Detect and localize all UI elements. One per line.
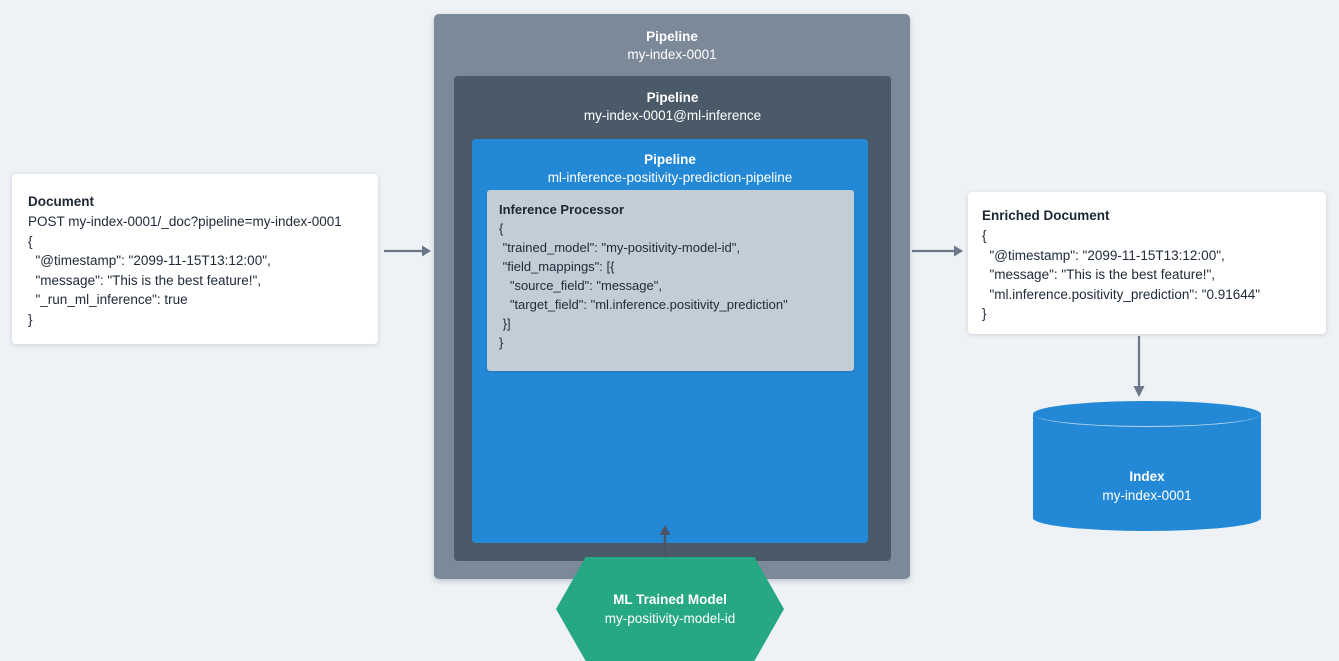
index-cylinder-bottom (1033, 505, 1261, 531)
pipeline-inner-heading: Pipeline ml-inference-positivity-predict… (472, 139, 868, 187)
pipeline-inner-label: Pipeline (644, 152, 696, 167)
enriched-document-title: Enriched Document (982, 208, 1110, 223)
arrow-pipeline-to-enriched-icon (912, 243, 964, 264)
inference-processor-line: } (499, 335, 504, 350)
ml-trained-model-hexagon: ML Trained Model my-positivity-model-id (556, 557, 784, 661)
index-cylinder-body (1033, 414, 1261, 518)
document-card-line: } (28, 311, 33, 327)
pipeline-outer-box: Pipeline my-index-0001 Pipeline my-index… (434, 14, 910, 661)
document-card-line: "@timestamp": "2099-11-15T13:12:00", (28, 253, 271, 268)
pipeline-middle-box: Pipeline my-index-0001@ml-inference Pipe… (454, 76, 891, 661)
inference-processor-line: }] (499, 316, 511, 331)
pipeline-inner-box: Pipeline ml-inference-positivity-predict… (472, 139, 868, 661)
index-name: my-index-0001 (1102, 488, 1192, 503)
ml-trained-model-name: my-positivity-model-id (604, 611, 736, 626)
pipeline-outer-heading: Pipeline my-index-0001 (434, 14, 910, 64)
index-cylinder: Index my-index-0001 (1033, 401, 1261, 531)
ml-trained-model-title: ML Trained Model (613, 592, 727, 607)
document-card-line: POST my-index-0001/_doc?pipeline=my-inde… (28, 214, 342, 229)
enriched-document-line: "ml.inference.positivity_prediction": "0… (982, 286, 1261, 302)
enriched-document-line: } (982, 306, 987, 321)
inference-processor-line: { (499, 221, 504, 236)
inference-processor-box: Inference Processor { "trained_model": "… (487, 190, 854, 371)
enriched-document-line: "@timestamp": "2099-11-15T13:12:00", (982, 247, 1225, 263)
enriched-document-line: "message": "This is the best feature!", (982, 267, 1216, 282)
enriched-document-line: { (982, 228, 987, 243)
index-cylinder-top (1033, 401, 1261, 427)
document-card-line: { (28, 233, 33, 249)
arrow-enriched-to-index-icon (1131, 336, 1147, 403)
arrow-document-to-pipeline-icon (384, 243, 432, 264)
pipeline-middle-name: my-index-0001@ml-inference (583, 108, 762, 123)
index-cylinder-label: Index my-index-0001 (1033, 467, 1261, 505)
pipeline-outer-name: my-index-0001 (627, 47, 717, 62)
document-card: Document POST my-index-0001/_doc?pipelin… (12, 174, 378, 344)
pipeline-middle-label: Pipeline (646, 90, 699, 105)
inference-processor-line: "source_field": "message", (499, 278, 662, 293)
document-card-line: "_run_ml_inference": true (28, 292, 188, 307)
pipeline-middle-heading: Pipeline my-index-0001@ml-inference (454, 76, 891, 125)
enriched-document-card: Enriched Document { "@timestamp": "2099-… (968, 192, 1326, 334)
pipeline-outer-label: Pipeline (646, 29, 698, 44)
inference-processor-line: "field_mappings": [{ (499, 259, 615, 274)
document-card-line: "message": "This is the best feature!", (28, 272, 262, 288)
pipeline-inner-name: ml-inference-positivity-prediction-pipel… (547, 170, 793, 185)
inference-processor-line: "target_field": "ml.inference.positivity… (499, 297, 788, 312)
document-card-title: Document (28, 194, 95, 209)
inference-processor-title: Inference Processor (499, 202, 625, 217)
inference-processor-line: "trained_model": "my-positivity-model-id… (499, 240, 740, 255)
index-title: Index (1129, 469, 1165, 484)
